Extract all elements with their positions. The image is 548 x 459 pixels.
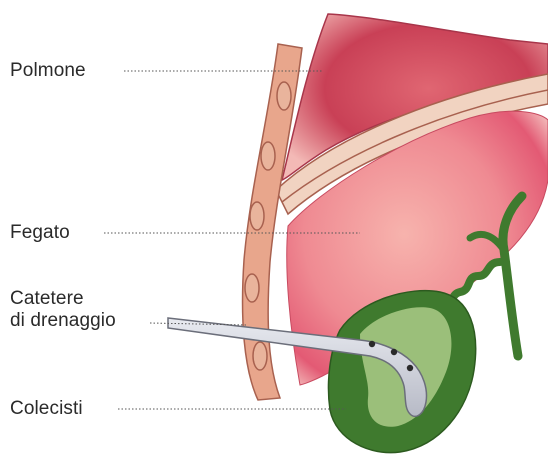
label-catetere: Catetere di drenaggio bbox=[10, 288, 116, 332]
label-colecisti: Colecisti bbox=[10, 398, 83, 420]
label-catetere-line2: di drenaggio bbox=[10, 310, 116, 332]
catheter-hole bbox=[407, 365, 413, 371]
catheter-hole bbox=[369, 341, 375, 347]
rib-oval bbox=[261, 142, 275, 170]
rib-oval bbox=[253, 342, 267, 370]
rib-oval bbox=[277, 82, 291, 110]
rib-oval bbox=[245, 274, 259, 302]
label-polmone: Polmone bbox=[10, 60, 86, 82]
label-fegato: Fegato bbox=[10, 222, 70, 244]
catheter-hole bbox=[391, 349, 397, 355]
rib-oval bbox=[250, 202, 264, 230]
label-catetere-line1: Catetere bbox=[10, 288, 116, 310]
